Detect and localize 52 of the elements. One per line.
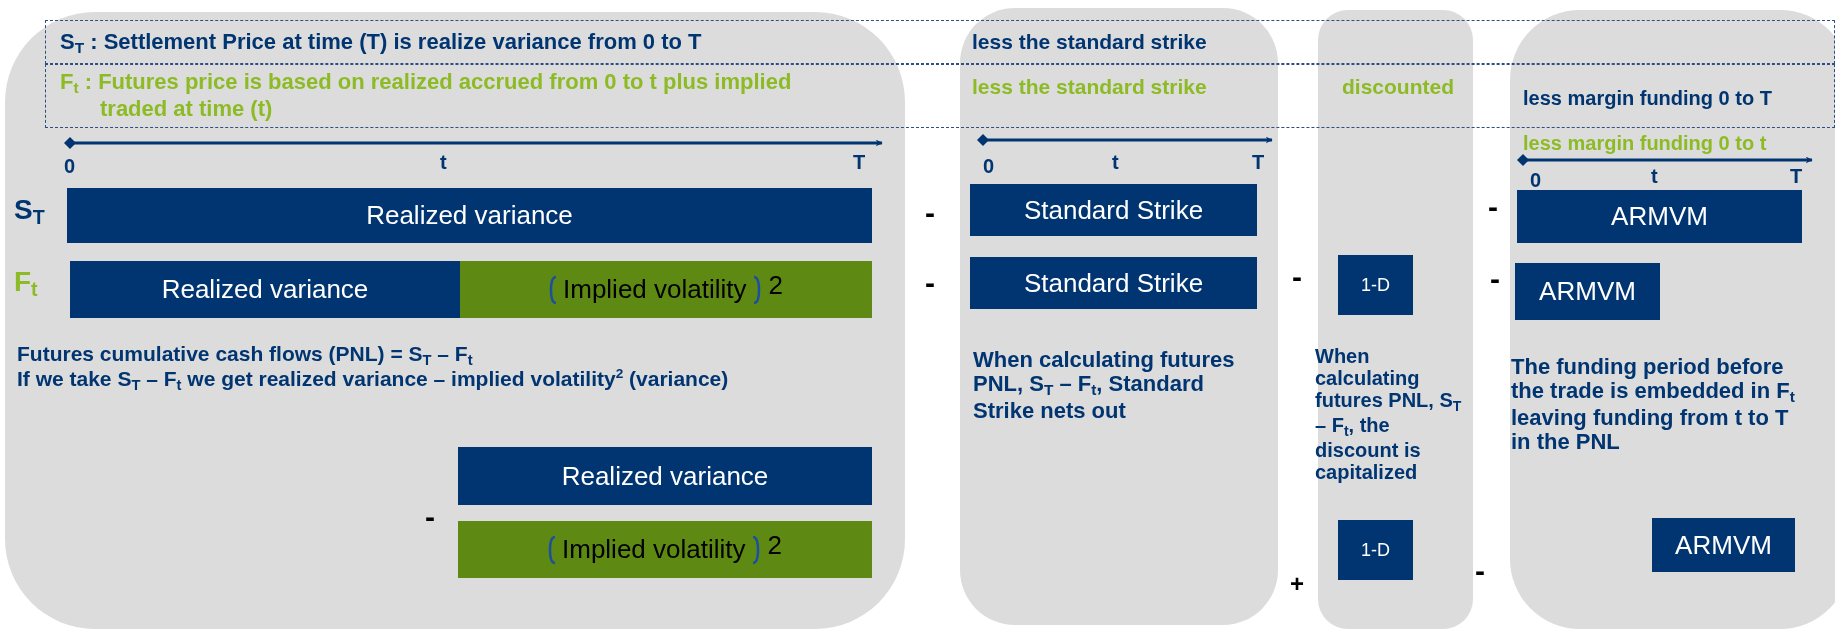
value-bar: Realized variance: [67, 188, 872, 243]
heading-text: less the standard strike: [972, 76, 1207, 97]
tick-label: T: [1252, 152, 1265, 172]
tick-label: 0: [64, 156, 76, 176]
exponent-label: 2: [767, 530, 782, 561]
dashed-frame: [45, 20, 1835, 64]
bar-label: Implied volatility: [562, 534, 746, 565]
bar-label: Implied volatility: [563, 274, 747, 305]
value-bar: Standard Strike: [970, 257, 1257, 309]
value-bar: 1-D: [1338, 520, 1413, 580]
dashed-frame: [45, 64, 1835, 128]
value-bar: [458, 521, 872, 578]
tick-label: T: [1790, 166, 1803, 186]
description-text: When calculating futures PNL, S$_{T}$ – F$_{t}$, the discount is capitalized: [1315, 345, 1463, 483]
value-bar: 1-D: [1338, 255, 1413, 315]
row-label: S$_{T}$: [14, 196, 45, 228]
description-text: When calculating futures PNL, S$_{T}$ – F$_{t}$, Standard Strike nets out: [973, 348, 1236, 424]
operator-sign: -: [1475, 556, 1485, 586]
description-text: Futures cumulative cash flows (PNL) = S$_{T}$ – F$_{t}$: [17, 342, 474, 368]
exponent-label: 2: [768, 270, 783, 301]
panel-background: [5, 12, 905, 629]
panel-background: [960, 8, 1278, 625]
tick-label: 0: [1530, 170, 1542, 190]
definition-text: S$_{T}$ : Settlement Price at time (T) is realize variance from 0 to T: [60, 30, 703, 57]
row-label: F$_{t}$: [14, 268, 38, 300]
value-bar: ARMVM: [1517, 190, 1802, 243]
description-text: If we take S$_{T}$ – F$_{t}$ we get realized variance – implied volatility$^{2}$ (variance): [17, 366, 730, 393]
tick-label: T: [853, 152, 866, 172]
heading-text: less margin funding 0 to t: [1523, 133, 1767, 153]
panel-background: [1510, 10, 1835, 629]
tick-label: 0: [983, 156, 995, 176]
operator-sign: -: [1292, 262, 1302, 292]
description-text: The funding period before the trade is embedded in F$_{t}$ leaving funding from t to T in the PNL: [1511, 355, 1796, 455]
value-bar: [460, 261, 872, 318]
operator-sign: -: [425, 502, 435, 532]
heading-text: less the standard strike: [972, 31, 1207, 52]
heading-text: less margin funding 0 to T: [1523, 88, 1772, 108]
value-bar: ARMVM: [1652, 518, 1795, 572]
tick-label: t: [1651, 166, 1658, 186]
value-bar: ARMVM: [1515, 263, 1660, 320]
operator-sign: -: [925, 268, 935, 298]
operator-sign: -: [1488, 192, 1498, 222]
operator-sign: -: [925, 198, 935, 228]
value-bar: Realized variance: [458, 447, 872, 505]
value-bar: Realized variance: [70, 261, 460, 318]
operator-sign: +: [1290, 572, 1304, 596]
tick-label: t: [440, 152, 447, 172]
value-bar: Standard Strike: [970, 184, 1257, 236]
operator-sign: -: [1490, 264, 1500, 294]
definition-text: F$_{t}$ : Futures price is based on realized accrued from 0 to t plus implied traded at time (t): [60, 70, 793, 121]
heading-text: discounted: [1342, 76, 1454, 97]
tick-label: t: [1112, 152, 1119, 172]
